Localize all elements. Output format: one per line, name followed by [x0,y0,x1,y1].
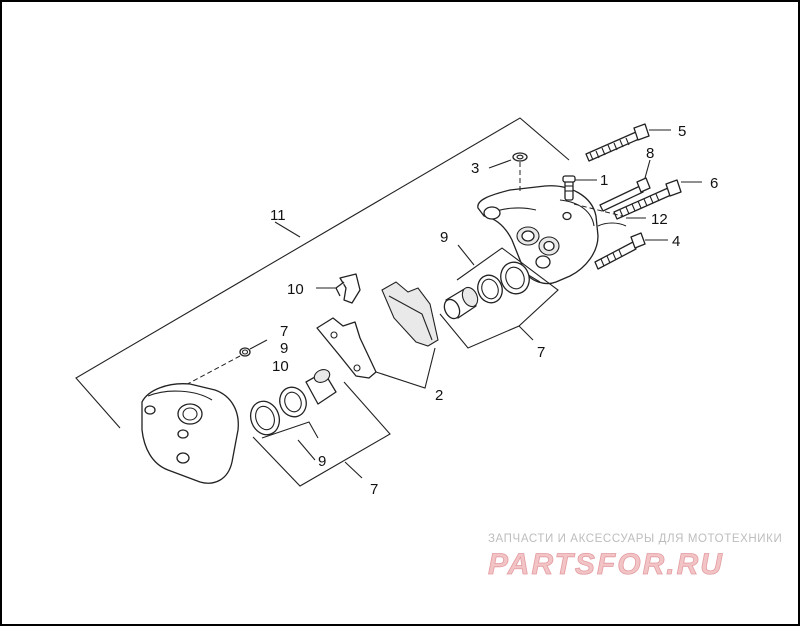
upper-seal-group [439,244,559,349]
callout-11: 11 [270,207,286,224]
callout-3: 3 [471,160,479,177]
bolt-4 [594,232,668,270]
callout-8: 8 [646,145,654,162]
callout-9-top: 9 [440,229,448,246]
watermark: ЗАПЧАСТИ И АКСЕССУАРЫ ДЛЯ МОТОТЕХНИКИ PA… [488,533,782,581]
callout-6: 6 [710,175,718,192]
bolt-6 [613,179,702,220]
callout-7-right: 7 [537,344,545,361]
washer-3 [488,152,528,192]
caliper-housing-lower [141,383,239,484]
callout-12: 12 [651,211,668,228]
watermark-subtitle: ЗАПЧАСТИ И АКСЕССУАРЫ ДЛЯ МОТОТЕХНИКИ [488,533,782,545]
caliper-housing-upper [477,185,599,285]
callout-10-clip: 10 [287,281,304,298]
callout-7-left: 7 [280,323,288,340]
callout-1: 1 [600,172,608,189]
bolt-8 [599,159,651,212]
brake-pads-2 [316,281,439,389]
callout-9-bottom: 9 [318,453,326,470]
small-o-ring [179,339,268,389]
callout-4: 4 [672,233,680,250]
callout-5: 5 [678,123,686,140]
lower-seal-group [249,369,391,487]
bleeder-valve-1 [562,175,597,201]
assembly-bracket-11 [75,117,570,429]
watermark-logo: PARTSFOR.RU [488,548,724,581]
bolt-5 [585,123,671,162]
callout-7-bottom: 7 [370,481,378,498]
pin-12 [573,203,646,227]
callout-10-left: 10 [272,358,289,375]
callout-2: 2 [435,387,443,404]
callout-labels: 1 2 3 4 5 6 7 7 7 8 9 9 9 10 10 11 12 [270,123,718,498]
pad-clip-10 [316,273,361,304]
callout-9-left: 9 [280,340,288,357]
